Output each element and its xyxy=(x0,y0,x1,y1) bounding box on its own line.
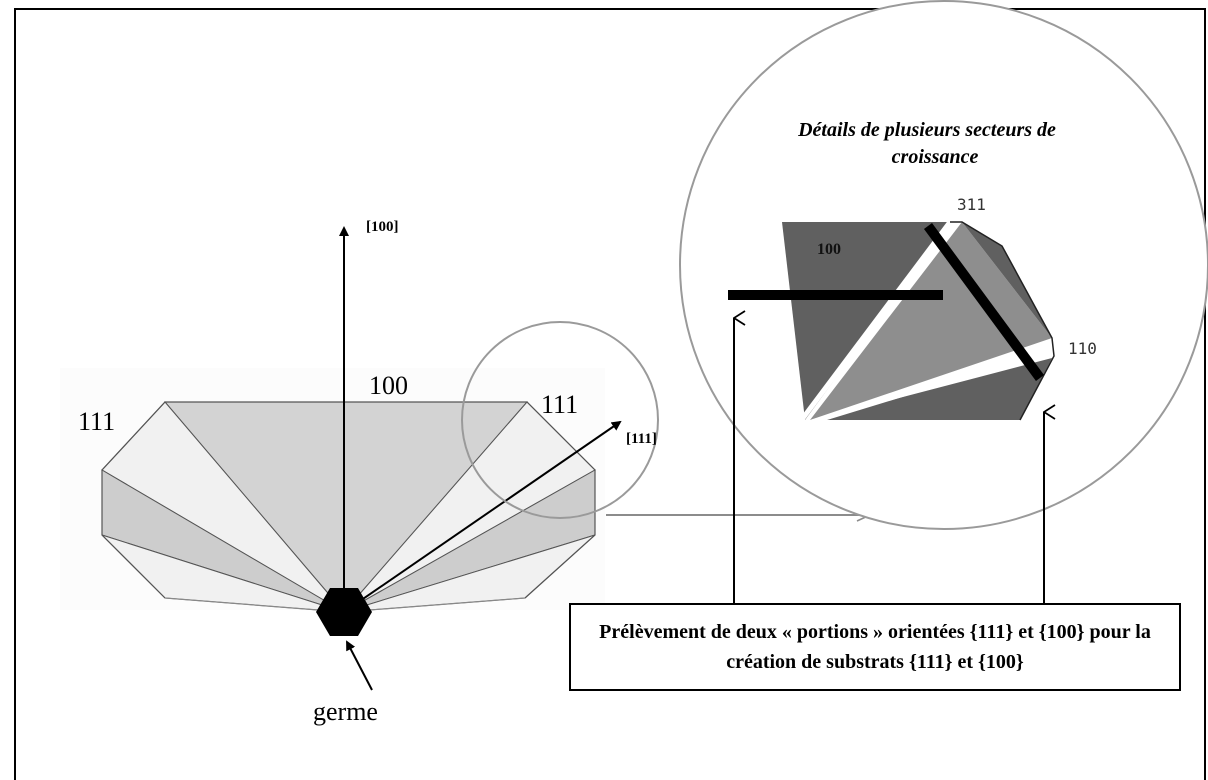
label-detail-100: 100 xyxy=(817,241,841,258)
detail-outline xyxy=(950,221,1055,421)
cut-bar-111 xyxy=(923,223,1045,381)
detail-boundary-b xyxy=(811,345,1055,425)
detail-title-line2: croissance xyxy=(892,146,979,168)
label-face-100: 100 xyxy=(369,371,408,400)
detail-boundary-a xyxy=(798,220,952,424)
crystal-cross-section xyxy=(60,368,605,613)
label-direction-100: [100] xyxy=(366,219,399,235)
figure-frame xyxy=(14,8,1206,780)
label-direction-111: [111] xyxy=(626,431,657,447)
label-face-111-right: 111 xyxy=(541,390,578,419)
seed-hexagon xyxy=(316,588,372,636)
arrow-111-direction xyxy=(343,420,622,613)
detail-sector-100 xyxy=(782,222,950,420)
label-seed: germe xyxy=(313,697,378,726)
crystal-outline xyxy=(101,401,596,599)
label-face-111-left: 111 xyxy=(78,407,115,436)
bottom-edge-right xyxy=(343,597,526,613)
detail-sector-110-top xyxy=(962,222,1052,338)
cut-bar-100 xyxy=(728,290,943,300)
detail-sectors xyxy=(782,220,1055,425)
caption-box: Prélèvement de deux « portions » orienté… xyxy=(569,603,1181,691)
label-detail-110: 110 xyxy=(1068,339,1097,358)
label-detail-311: 311 xyxy=(957,195,986,214)
detail-title-line1: Détails de plusieurs secteurs de xyxy=(797,119,1056,141)
caption-text: Prélèvement de deux « portions » orienté… xyxy=(599,621,1151,673)
zoom-circle-small xyxy=(461,321,659,519)
seed-pointer-arrow xyxy=(346,640,373,691)
bottom-edge-left xyxy=(164,597,345,613)
detail-sector-311 xyxy=(810,222,1052,420)
